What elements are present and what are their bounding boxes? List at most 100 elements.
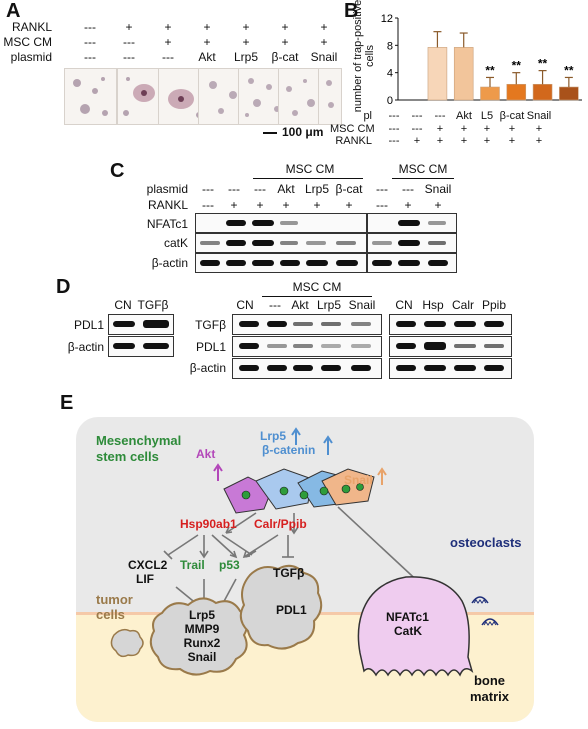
y-tick-label: 12 <box>381 13 393 25</box>
lrp5-label: Lrp5 <box>260 429 287 443</box>
panel-label-b: B <box>344 0 359 22</box>
significance-label: ** <box>538 57 548 71</box>
table-cell: + <box>460 123 468 135</box>
table-cell: --- <box>388 135 400 147</box>
snail-label: Snail <box>344 473 373 487</box>
table-cell: + <box>203 20 211 34</box>
table-cell: + <box>413 135 421 147</box>
western-blot <box>389 314 512 335</box>
western-blot <box>389 336 512 357</box>
tumor-cells-label: tumor cells <box>96 592 133 622</box>
western-blot <box>195 233 367 253</box>
panel-label-a: A <box>6 0 21 22</box>
blot-label-tgfb: TGFβ <box>195 318 226 332</box>
blot-label-pdl1: PDL1 <box>195 340 226 354</box>
catk-label: CatK <box>394 624 423 638</box>
significance-label: ** <box>564 63 574 77</box>
table-cell: --- <box>123 50 135 64</box>
table-cell: --- <box>202 182 214 196</box>
table-cell: + <box>203 35 211 49</box>
table-cell: β-cat <box>335 182 363 196</box>
tumor-target-list: Lrp5 MMP9 Runx2 Snail <box>183 608 221 664</box>
column-header: CN <box>114 298 132 312</box>
table-cell: --- <box>123 35 135 49</box>
pdl1-label: PDL1 <box>276 603 307 617</box>
column-header: Snail <box>348 298 376 312</box>
scale-bar <box>263 132 277 134</box>
table-cell: --- <box>434 110 446 122</box>
table-cell: Snail <box>310 50 338 64</box>
blot-label-b-actin: β-actin <box>67 340 104 354</box>
hsp90ab1-label: Hsp90ab1 <box>180 517 237 531</box>
column-header: CN <box>395 298 413 312</box>
western-blot <box>367 253 457 273</box>
row-label-plasmid: plasmid <box>10 50 52 64</box>
table-cell: + <box>320 20 328 34</box>
panel-label-d: D <box>56 276 71 298</box>
table-cell: --- <box>388 110 400 122</box>
table-cell: --- <box>411 110 423 122</box>
blot-label-catk: catK <box>163 236 188 250</box>
table-cell: + <box>434 198 442 212</box>
cxcl2-label: CXCL2 <box>128 558 168 572</box>
msc-label: Mesenchymal stem cells <box>96 433 182 464</box>
western-blot <box>367 233 457 253</box>
row-label-msc-cm: MSC CM <box>3 35 52 49</box>
table-cell: L5 <box>480 110 494 122</box>
column-header: Hsp <box>422 298 444 312</box>
table-cell: Snail <box>526 110 552 122</box>
western-blot <box>108 314 174 335</box>
table-cell: + <box>436 135 444 147</box>
table-cell: --- <box>84 20 96 34</box>
column-header: Akt <box>291 298 309 312</box>
msc-cluster <box>223 468 375 514</box>
table-cell: + <box>230 198 238 212</box>
y-tick-label: 8 <box>387 40 393 52</box>
table-cell: --- <box>411 123 423 135</box>
table-cell: --- <box>84 50 96 64</box>
table-cell: + <box>281 35 289 49</box>
row-label-plasmid: plasmid <box>146 182 188 196</box>
column-header: TGFβ <box>137 298 169 312</box>
group-line <box>253 178 363 179</box>
table-cell: + <box>242 20 250 34</box>
group-line <box>262 296 372 297</box>
column-header: Lrp5 <box>316 298 342 312</box>
table-cell: + <box>508 135 516 147</box>
blot-label-b-actin: β-actin <box>189 361 226 375</box>
table-cell: + <box>483 123 491 135</box>
row-label-pl: pl <box>363 110 372 122</box>
group-line <box>392 178 454 179</box>
table-cell: --- <box>202 198 214 212</box>
group-label-msc-cm-right: MSC CM <box>398 162 448 176</box>
y-tick-label: 0 <box>387 95 393 107</box>
row-label-rankl: RANKL <box>147 198 188 212</box>
row-label-msc-cm: MSC CM <box>330 123 375 135</box>
y-axis-label: number of trap-positive cells <box>352 0 376 113</box>
table-cell: --- <box>402 182 414 196</box>
western-blot <box>108 336 174 357</box>
tgfb-label: TGFβ <box>273 566 305 580</box>
western-blot <box>367 213 457 233</box>
column-header: --- <box>269 298 281 312</box>
table-cell: + <box>164 35 172 49</box>
tumor-cell <box>149 597 249 676</box>
table-cell: Snail <box>424 182 452 196</box>
table-cell: + <box>508 123 516 135</box>
table-cell: + <box>436 123 444 135</box>
table-cell: Akt <box>198 50 216 64</box>
osteoclast <box>357 576 474 677</box>
table-cell: + <box>125 20 133 34</box>
column-header: CN <box>236 298 254 312</box>
bar <box>506 83 527 101</box>
table-cell: --- <box>228 182 240 196</box>
table-cell: Akt <box>277 182 295 196</box>
p53-label: p53 <box>219 558 240 572</box>
bone-matrix-label: bone matrix <box>470 673 510 704</box>
micrograph <box>64 68 117 125</box>
table-cell: Akt <box>456 110 472 122</box>
significance-label: ** <box>485 63 495 77</box>
table-cell: --- <box>84 35 96 49</box>
table-cell: + <box>313 198 321 212</box>
table-cell: + <box>535 123 543 135</box>
